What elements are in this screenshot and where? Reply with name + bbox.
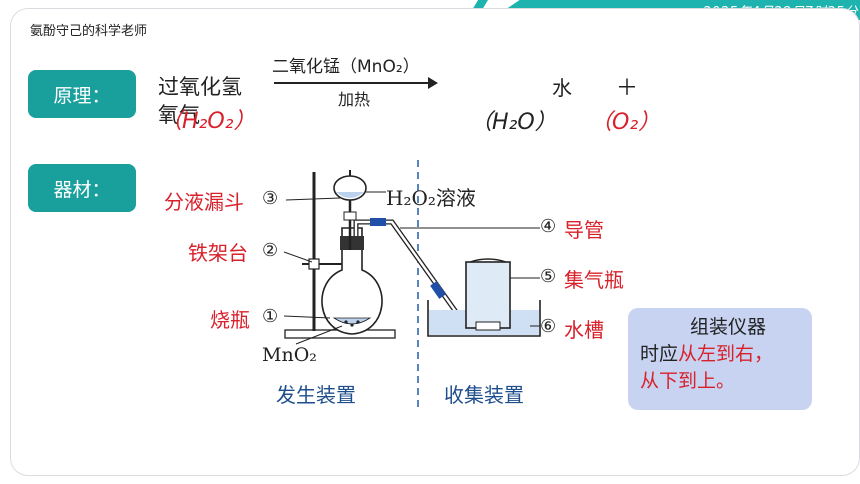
trough-label: 水槽 xyxy=(564,318,604,342)
num-3: ③ xyxy=(262,188,279,209)
plus-sign: ＋ xyxy=(616,76,639,101)
num-2: ② xyxy=(262,240,279,261)
collector-caption: 收集装置 xyxy=(444,383,524,407)
note-line-1: 组装仪器 xyxy=(690,316,767,338)
stopper xyxy=(340,236,364,250)
tube-joint-2 xyxy=(430,281,446,299)
note-line-3: 从下到上。 xyxy=(640,370,736,392)
funnel-tap xyxy=(343,211,357,221)
gas-bottle xyxy=(465,261,511,329)
num-1: ① xyxy=(262,306,279,327)
stand-label: 铁架台 xyxy=(188,241,248,265)
condition-label: 加热 xyxy=(338,90,371,109)
num-6: ⑥ xyxy=(540,316,557,337)
leader-mno2 xyxy=(295,325,343,345)
mno2-label: MnO₂ xyxy=(262,344,317,366)
reactant-name: 过氧化氢 xyxy=(158,75,242,99)
flask-label: 烧瓶 xyxy=(210,308,250,332)
trough xyxy=(427,300,541,337)
bottle-shelf xyxy=(475,321,501,331)
h2o2-solution-label: H₂O₂溶液 xyxy=(386,186,476,210)
tube-joint-1 xyxy=(370,218,386,226)
num-5: ⑤ xyxy=(540,266,557,287)
leader-1 xyxy=(283,315,331,319)
product-water: 水 xyxy=(552,76,572,100)
generator-caption: 发生装置 xyxy=(276,383,356,407)
reaction-arrow-shaft xyxy=(274,82,434,84)
note-line-2-highlight: 从左到右， xyxy=(678,343,774,365)
formula-h2o2: （H₂O₂） xyxy=(160,109,256,134)
principle-badge: 原理： xyxy=(28,70,136,118)
flask xyxy=(321,227,383,335)
formula-o2: （O₂） xyxy=(590,110,661,135)
note-line-2-prefix: 时应 xyxy=(640,343,679,365)
mno2-dot-1 xyxy=(344,320,348,324)
assembly-note: 组装仪器 时应从左到右， 从下到上。 xyxy=(628,308,812,410)
reactant-name-2: 氧气 xyxy=(158,103,200,127)
flask-liquid xyxy=(332,317,372,325)
equipment-badge-text: 器材： xyxy=(53,178,111,201)
funnel-label: 分液漏斗 xyxy=(164,190,244,214)
formula-h2o: （H₂O） xyxy=(470,110,557,135)
num-4: ④ xyxy=(540,216,557,237)
gas-bottle-top xyxy=(469,258,507,263)
author-label: 氨酚守己的科学老师 xyxy=(30,24,148,39)
principle-badge-text: 原理： xyxy=(53,84,111,107)
equipment-badge: 器材： xyxy=(28,164,136,212)
reaction-arrow-head xyxy=(428,77,438,89)
leader-3 xyxy=(285,197,341,201)
tube-label: 导管 xyxy=(564,218,604,242)
note-line-2: 时应从左到右， xyxy=(628,341,812,368)
funnel-liquid xyxy=(336,192,364,198)
bottle-label: 集气瓶 xyxy=(564,268,624,292)
leader-2 xyxy=(283,251,313,263)
mno2-dot-2 xyxy=(350,323,354,327)
mno2-dot-3 xyxy=(356,320,360,324)
clamp-knob xyxy=(308,258,320,270)
catalyst-label: 二氧化锰（MnO₂） xyxy=(272,57,420,77)
